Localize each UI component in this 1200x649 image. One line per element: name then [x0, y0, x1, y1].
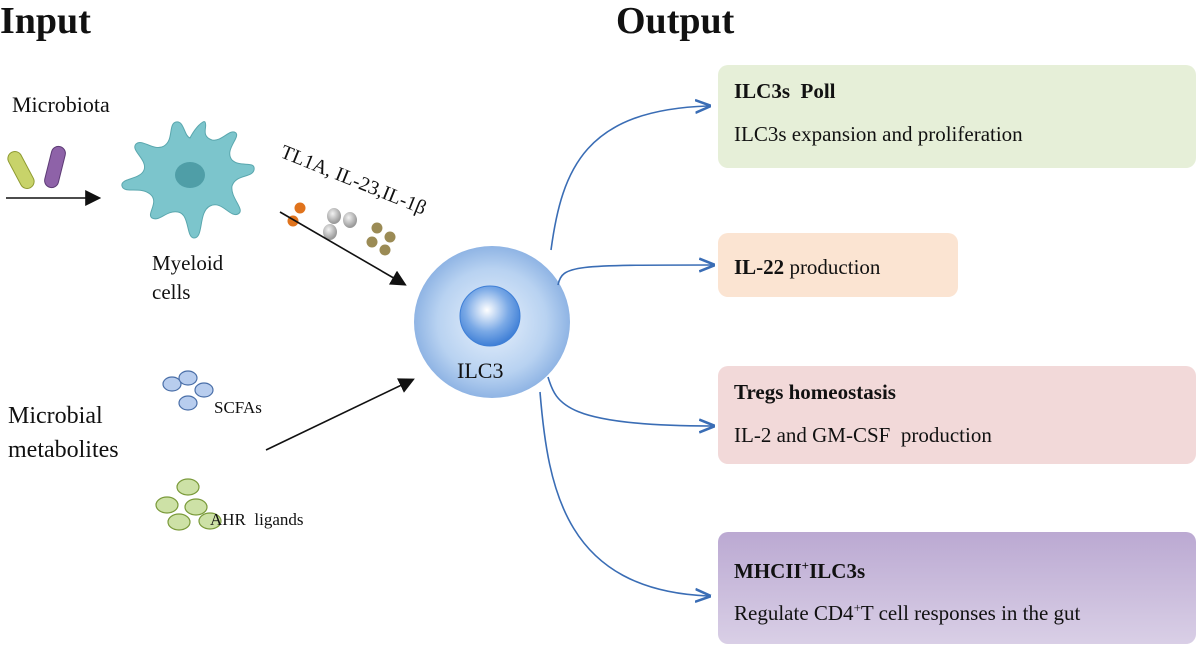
output-box-ilc3s-poll: ILC3s Poll ILC3s expansion and prolifera…: [718, 65, 1196, 168]
output-heading: Output: [616, 0, 735, 42]
tregs-desc: IL-2 and GM-CSF production: [734, 423, 992, 447]
metabolites-arrow: [265, 378, 415, 451]
mhcii-title: MHCII+ILC3s: [734, 558, 1180, 584]
myeloid-label-line2: cells: [152, 280, 191, 304]
output-connectors: [539, 106, 712, 596]
microbial-label-line2: metabolites: [8, 437, 119, 463]
mhcii-desc-a: Regulate CD4: [734, 601, 854, 625]
microbiota-label: Microbiota: [12, 92, 110, 117]
input-heading: Input: [0, 0, 91, 42]
mhcii-title-main: MHCII: [734, 559, 802, 583]
ilc3-cell: [414, 246, 570, 398]
ahr-ligands-label: AHR ligands: [210, 510, 304, 529]
ilc3s-poll-title: ILC3s Poll: [734, 79, 836, 103]
scfas-icon: [162, 370, 214, 411]
myeloid-cell-icon: [121, 121, 255, 239]
cytokine-dots: [287, 202, 396, 256]
microbiota-bacteria-icon: [7, 145, 66, 189]
mhcii-title-sup: +: [801, 558, 810, 573]
mhcii-desc-sup: +: [853, 600, 861, 615]
mhcii-desc: Regulate CD4+T cell responses in the gut: [734, 600, 1180, 626]
cytokine-arrow: [279, 211, 407, 286]
ahr-ligands-icon: [155, 478, 222, 531]
tregs-title: Tregs homeostasis: [734, 380, 896, 404]
mhcii-title-end: ILC3s: [809, 559, 866, 583]
microbial-label-line1: Microbial: [8, 403, 103, 429]
il22-desc: production: [784, 255, 881, 279]
il22-title: IL-22: [734, 255, 785, 279]
myeloid-label-line1: Myeloid: [152, 251, 224, 275]
mhcii-desc-b: T cell responses in the gut: [860, 601, 1081, 625]
ilc3-label: ILC3: [457, 358, 504, 383]
output-box-tregs: Tregs homeostasis IL-2 and GM-CSF produc…: [718, 366, 1196, 464]
output-box-il22: IL-22 production: [718, 233, 958, 297]
scfas-label: SCFAs: [214, 398, 262, 417]
ilc3s-poll-desc: ILC3s expansion and proliferation: [734, 122, 1023, 146]
output-box-mhcii: MHCII+ILC3s Regulate CD4+T cell response…: [718, 532, 1196, 644]
